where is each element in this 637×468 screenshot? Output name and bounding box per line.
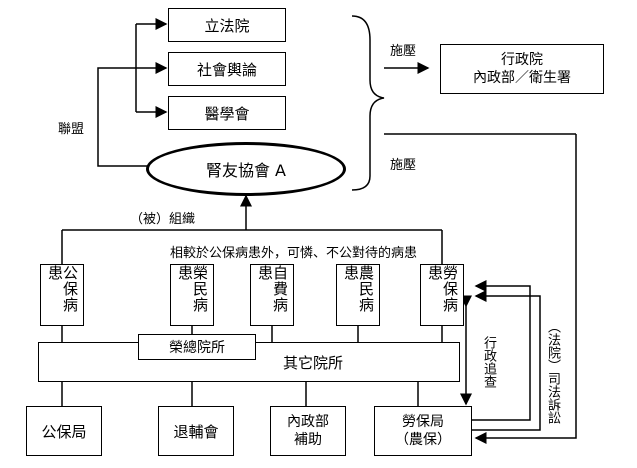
patient-label: 榮民病患 (176, 265, 209, 313)
patient-box: 公保病患 (40, 264, 84, 326)
medical-association-label: 醫學會 (204, 104, 250, 123)
alliance-label: 聯盟 (58, 122, 85, 137)
agency-box: 公保局 (26, 406, 102, 456)
patient-label: 公保病患 (46, 265, 79, 313)
government-box: 行政院 內政部／衛生署 (440, 44, 604, 94)
agency-box: 內政部 補助 (270, 406, 346, 456)
agency-label: 退輔會 (173, 422, 219, 441)
medical-association-box: 醫學會 (168, 96, 286, 130)
agency-box: 勞保局 （農保） (374, 406, 472, 456)
patient-box: 農民病患 (336, 264, 380, 326)
patient-label: 勞保病患 (426, 265, 459, 313)
government-label: 行政院 內政部／衛生署 (473, 51, 571, 86)
agency-box: 退輔會 (158, 406, 234, 456)
agency-label: 公保局 (41, 422, 87, 441)
return-pressure-line (474, 134, 577, 444)
pressure-label-2: 施壓 (390, 158, 417, 173)
kidney-association-label: 腎友協會 A (205, 161, 287, 180)
patient-label: 自費病患 (256, 265, 289, 313)
agency-label: 勞保局 （農保） (395, 413, 451, 448)
legal-action-label: （法院）司法訴訟 (545, 320, 560, 424)
patient-label: 農民病患 (342, 265, 375, 313)
legal-loop-2 (472, 290, 541, 431)
patient-box: 榮民病患 (170, 264, 214, 326)
other-hospitals-label: 其它院所 (283, 354, 344, 372)
agency-label: 內政部 補助 (287, 413, 329, 448)
legal-loop-1 (472, 280, 531, 421)
admin-review-label: 行政追查 (481, 336, 496, 388)
pressure-label-1: 施壓 (390, 44, 417, 59)
kidney-association-ellipse: 腎友協會 A (146, 142, 346, 196)
public-opinion-label: 社會輿論 (196, 60, 257, 79)
alliance-loop-line (97, 67, 148, 167)
public-opinion-box: 社會輿論 (168, 52, 286, 86)
patient-box: 勞保病患 (420, 264, 464, 326)
legislature-box: 立法院 (168, 8, 286, 42)
organized-label: （被）組織 (130, 212, 196, 227)
legislature-label: 立法院 (204, 16, 250, 35)
patient-box: 自費病患 (250, 264, 294, 326)
veterans-hospital-label: 榮總院所 (169, 340, 225, 356)
grouping-brace (351, 15, 385, 191)
veterans-hospital-box: 榮總院所 (138, 334, 256, 360)
comparison-note: 相較於公保病患外，可憐、不公對待的病患 (170, 246, 418, 261)
